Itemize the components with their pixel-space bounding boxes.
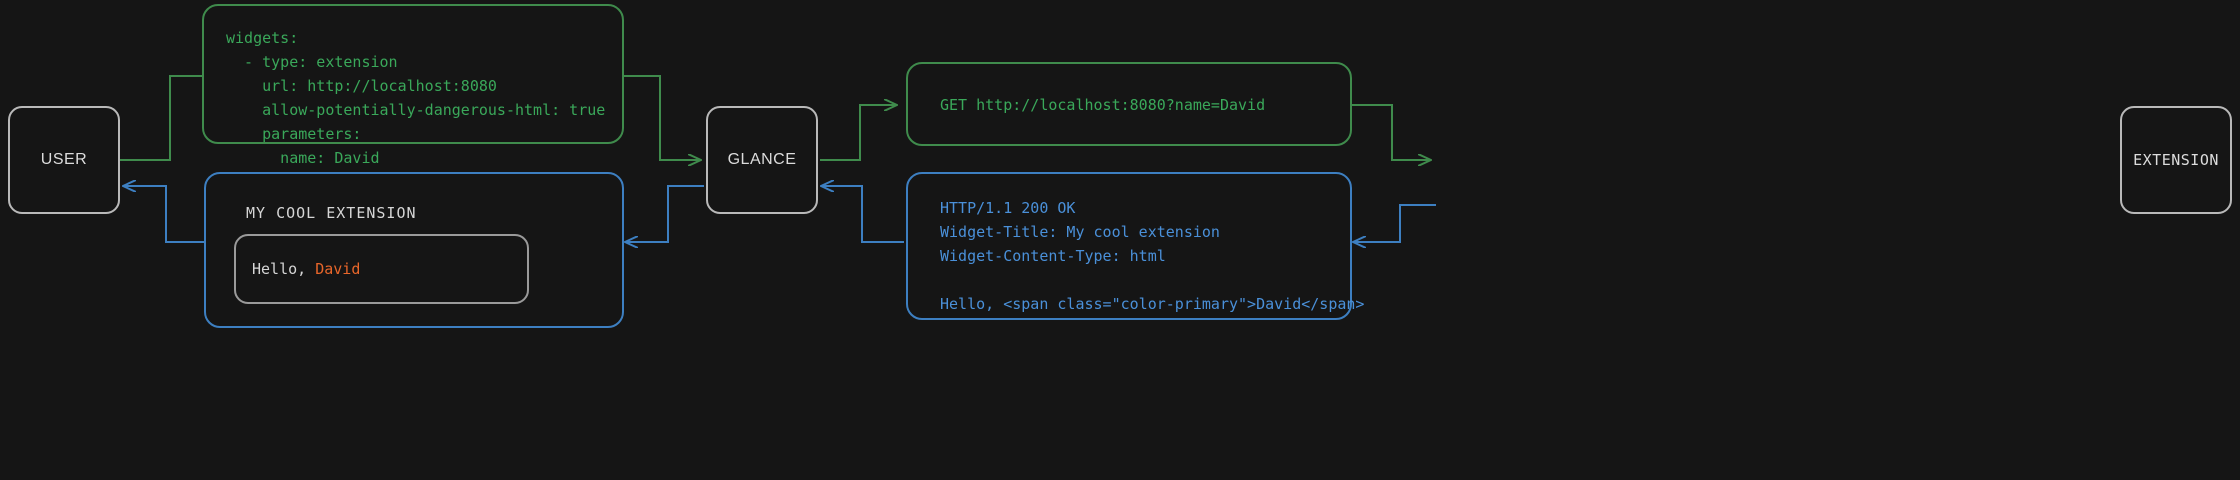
node-glance-label: GLANCE [727, 151, 797, 168]
wire-response-to-glance [822, 186, 904, 243]
node-glance[interactable]: GLANCE [706, 106, 818, 214]
yaml-config-bubble: widgets: - type: extension url: http://l… [202, 4, 624, 167]
http-request-text: GET http://localhost:8080?name=David [940, 96, 1266, 114]
wire-request-to-extension [1352, 104, 1430, 160]
rendered-widget-title: MY COOL EXTENSION [246, 204, 417, 222]
node-extension[interactable]: EXTENSION [2120, 106, 2232, 214]
node-extension-label: EXTENSION [2133, 151, 2219, 169]
node-user-label: USER [40, 151, 88, 168]
wire-widget-to-user [124, 186, 204, 243]
http-request-bubble: GET http://localhost:8080?name=David [906, 62, 1352, 146]
rendered-widget-body: Hello, David [234, 234, 529, 304]
yaml-config-text: widgets: - type: extension url: http://l… [226, 29, 606, 167]
rendered-widget-bubble: MY COOL EXTENSION Hello, David [204, 172, 624, 328]
greeting-name: David [315, 260, 361, 278]
wire-glance-to-widget [626, 185, 704, 242]
http-response-text: HTTP/1.1 200 OK Widget-Title: My cool ex… [940, 199, 1365, 313]
wire-config-to-glance [624, 75, 700, 160]
rendered-widget-greeting: Hello, David [236, 260, 360, 278]
wire-glance-to-request [820, 105, 896, 161]
http-response-bubble: HTTP/1.1 200 OK Widget-Title: My cool ex… [906, 172, 1364, 320]
node-user[interactable]: USER [8, 106, 120, 214]
greeting-prefix: Hello, [252, 260, 316, 278]
wire-extension-to-response [1354, 204, 1436, 242]
